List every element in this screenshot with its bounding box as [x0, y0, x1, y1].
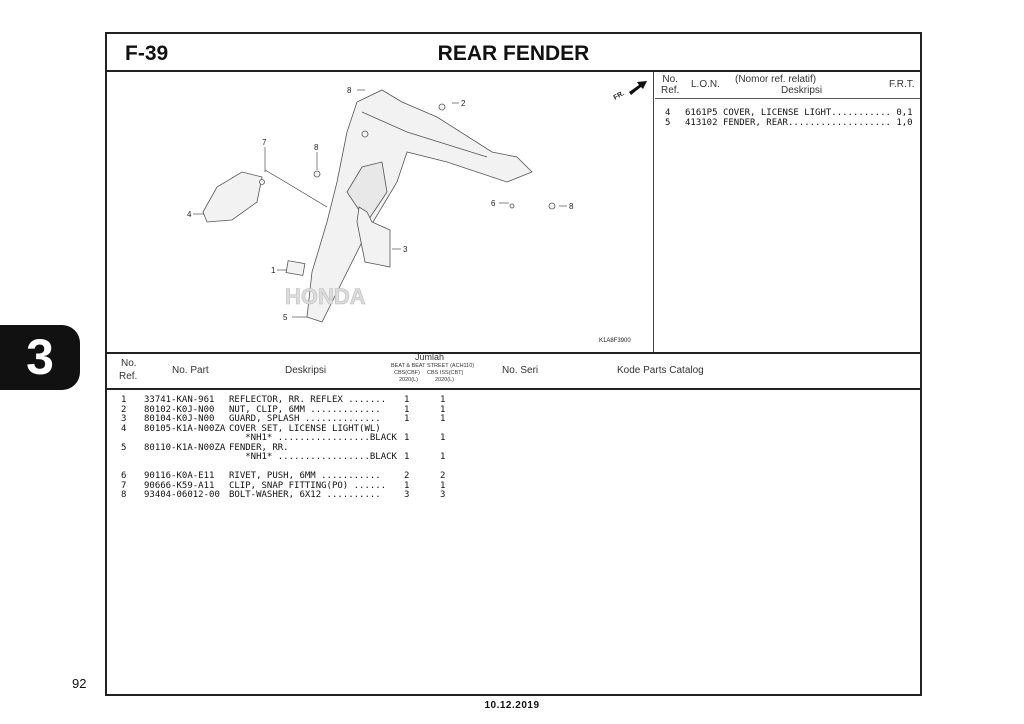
- reflector-part: [285, 260, 306, 276]
- section-code: F-39: [125, 42, 169, 65]
- parts-cell-q1: 1: [404, 395, 410, 405]
- frt-header-ref: No. Ref.: [661, 74, 680, 96]
- header-year1: 2020(L): [399, 377, 418, 383]
- parts-cell-q2: 1: [440, 480, 446, 491]
- parts-cell-ref: 7: [121, 480, 127, 491]
- callout-6: 6: [491, 199, 496, 208]
- diagram-drawing: HONDA 8 2 8 7 6 8 4 1 3 5 K1A8F3900: [187, 81, 647, 344]
- page-header: F-39 REAR FENDER: [107, 34, 920, 72]
- exploded-diagram: HONDA 8 2 8 7 6 8 4 1 3 5 K1A8F3900: [107, 72, 653, 352]
- parts-cell-desc: CLIP, SNAP FITTING(PO) ......: [229, 480, 387, 491]
- splash-guard-part: [356, 206, 391, 268]
- honda-watermark: HONDA: [285, 284, 366, 309]
- parts-cell-q2: 1: [440, 395, 446, 405]
- parts-cell-part: 93404-06012-00: [144, 490, 220, 500]
- header-ref: Ref.: [119, 371, 138, 382]
- parts-cell-q2: 1: [440, 452, 446, 462]
- parts-cell-ref: 2: [121, 404, 127, 415]
- parts-cell-q1: 1: [404, 452, 410, 462]
- frt-header-desc: Deskripsi: [781, 85, 823, 96]
- parts-cell-part: 80110-K1A-N00ZA: [144, 442, 226, 453]
- parts-cell-q2: 2: [440, 471, 446, 481]
- diagram-divider: [653, 72, 654, 352]
- callout-8: 8: [347, 86, 352, 95]
- callout-8: 8: [569, 202, 574, 211]
- callout-8: 8: [314, 143, 319, 152]
- parts-cell-q1: 3: [404, 490, 410, 500]
- parts-cell-part: 80102-K0J-N00: [144, 404, 215, 415]
- parts-cell-q1: 1: [404, 414, 410, 424]
- callout-3: 3: [403, 245, 408, 254]
- parts-cell-desc: *NH1* .................BLACK: [229, 433, 397, 443]
- parts-cell-desc: BOLT-WASHER, 6X12 ..........: [229, 490, 381, 500]
- callout-1: 1: [271, 266, 276, 275]
- rear-fender-part: [306, 89, 533, 323]
- section-tab: 3: [0, 325, 80, 390]
- parts-cell-desc: *NH1* .................BLACK: [229, 452, 397, 462]
- callout-5: 5: [283, 313, 288, 322]
- header-model: BEAT & BEAT STREET (ACH110): [391, 363, 475, 369]
- parts-cell-desc: NUT, CLIP, 6MM .............: [229, 404, 381, 415]
- page-title: REAR FENDER: [437, 42, 590, 65]
- parts-cell-ref: 5: [121, 442, 127, 453]
- parts-cell-desc: REFLECTOR, RR. REFLEX .......: [229, 395, 387, 405]
- license-light-cover-part: [202, 171, 263, 223]
- parts-cell-ref: 1: [121, 395, 127, 405]
- footer-date: 10.12.2019: [484, 700, 540, 711]
- parts-cell-part: 33741-KAN-961: [144, 395, 215, 405]
- header-year2: 2020(L): [435, 377, 454, 383]
- frt-header-desc-top: (Nomor ref. relatif): [735, 74, 817, 85]
- header-jumlah: Jumlah: [415, 352, 445, 362]
- parts-cell-ref: 8: [121, 490, 127, 500]
- parts-cell-q2: 1: [440, 414, 446, 424]
- parts-cell-q2: 1: [440, 404, 446, 415]
- parts-cell-q2: 3: [440, 490, 446, 500]
- header-no-part: No. Part: [172, 365, 209, 376]
- front-indicator: FR.: [613, 90, 626, 102]
- header-catalog: Kode Parts Catalog: [617, 365, 704, 376]
- parts-cell-desc: FENDER, RR.: [229, 442, 289, 453]
- parts-cell-part: 80104-K0J-N00: [144, 414, 215, 424]
- frt-header-frt: F.R.T.: [889, 79, 915, 90]
- header-col2: CBS ISS(CBT): [427, 370, 464, 376]
- header-no: No.: [121, 358, 137, 369]
- parts-table-header: No. Ref. No. Part Deskripsi Jumlah BEAT …: [107, 352, 920, 390]
- parts-cell-desc: GUARD, SPLASH ..............: [229, 414, 381, 424]
- parts-cell-ref: 6: [121, 471, 127, 481]
- parts-cell-q1: 1: [404, 480, 410, 491]
- page-number: 92: [72, 676, 87, 691]
- callout-2: 2: [461, 99, 466, 108]
- callout-7: 7: [262, 138, 267, 147]
- parts-cell-part: 90666-K59-A11: [144, 480, 215, 491]
- drawing-code: K1A8F3900: [599, 338, 631, 344]
- parts-cell-part: 80105-K1A-N00ZA: [144, 423, 226, 434]
- parts-cell-ref: 4: [121, 423, 127, 434]
- header-desc: Deskripsi: [285, 365, 327, 376]
- parts-cell-desc: COVER SET, LICENSE LIGHT(WL): [229, 423, 381, 434]
- frt-header-line: [655, 98, 920, 99]
- frt-header-lon: L.O.N.: [691, 79, 720, 90]
- parts-cell-q2: 1: [440, 433, 446, 443]
- parts-cell-q1: 2: [404, 471, 410, 481]
- parts-cell-part: 90116-K0A-E11: [144, 471, 215, 481]
- parts-cell-desc: RIVET, PUSH, 6MM ...........: [229, 471, 381, 481]
- frt-table: No. Ref. L.O.N. (Nomor ref. relatif) Des…: [655, 72, 920, 352]
- header-col1: CBS(CBF): [394, 370, 420, 376]
- front-arrow-icon: [629, 81, 647, 95]
- header-no-seri: No. Seri: [502, 365, 539, 376]
- parts-cell-q1: 1: [404, 433, 410, 443]
- parts-cell-ref: 3: [121, 414, 127, 424]
- callout-4: 4: [187, 210, 192, 219]
- parts-cell-q1: 1: [404, 404, 410, 415]
- catalog-page-frame: F-39 REAR FENDER HONDA: [105, 32, 922, 696]
